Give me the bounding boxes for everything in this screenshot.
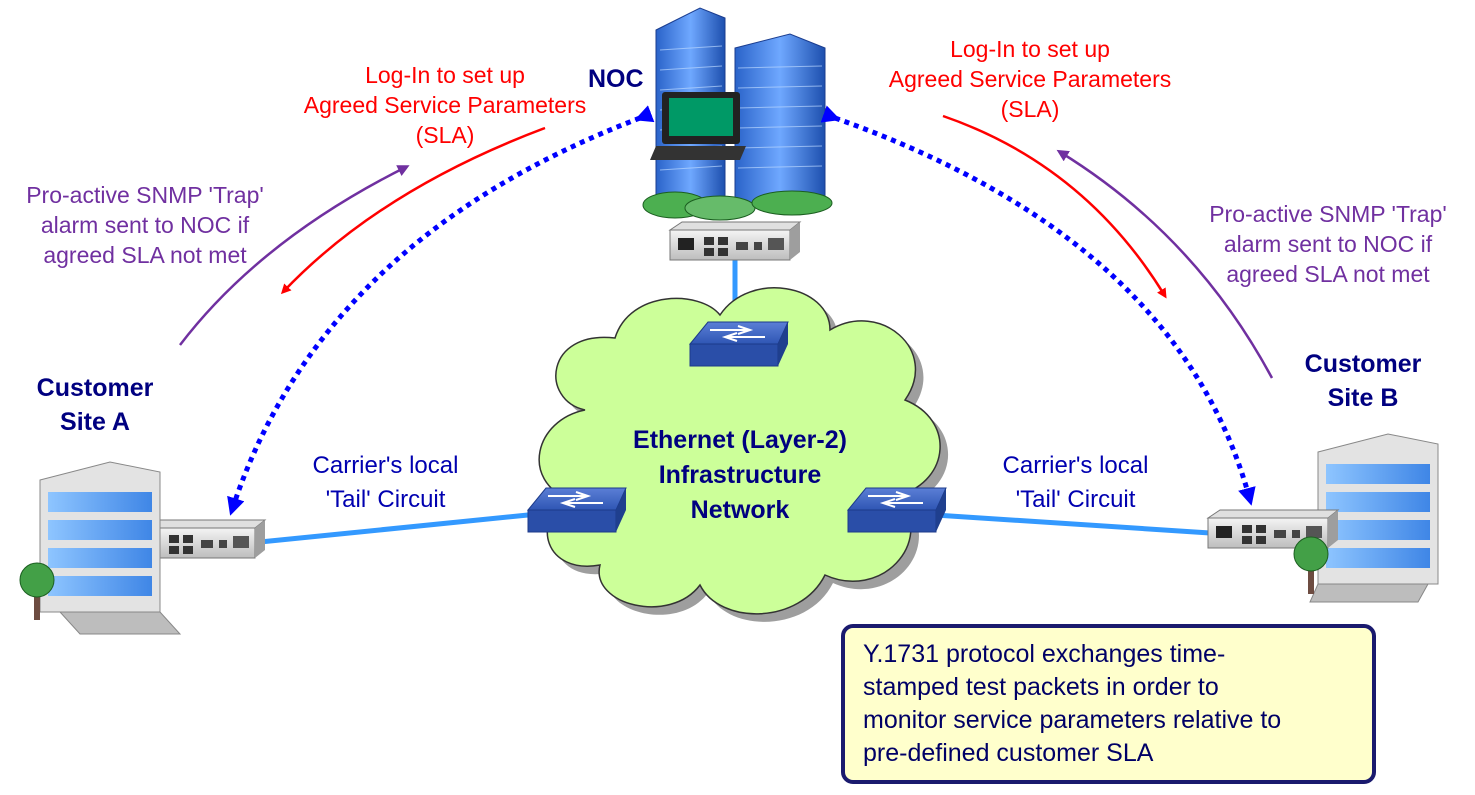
note-line: monitor service parameters relative to [863,706,1282,734]
login-label-left: Log-In to set up Agreed Service Paramete… [303,62,587,148]
laptop-icon [650,92,746,160]
network-switch-icon [688,321,789,367]
monitor-arrow-left [227,105,655,516]
tail-circuit-right [934,512,1211,536]
note-line: stamped test packets in order to [863,673,1219,701]
site-b-label: Customer Site B [1304,350,1422,412]
monitor-arrow-right [820,105,1256,506]
login-arrow-left [280,126,546,295]
noc-label: NOC [588,65,644,93]
login-label-right: Log-In to set up Agreed Service Paramete… [888,36,1172,122]
tail-circuit-label-left: Carrier's local 'Tail' Circuit [312,452,459,513]
tree-icon [19,562,55,620]
tail-circuit-label-right: Carrier's local 'Tail' Circuit [1002,452,1149,513]
note-line: Y.1731 protocol exchanges time- [863,640,1226,668]
office-building-icon [39,461,182,635]
login-arrow-right [942,114,1167,299]
tree-icon [1293,536,1329,594]
tail-circuit-left [259,512,529,545]
trap-label-right: Pro-active SNMP 'Trap' alarm sent to NOC… [1209,201,1447,287]
ethernet-demarcation-device-icon [668,221,802,261]
note-line: pre-defined customer SLA [863,739,1154,767]
office-building-icon [1309,433,1439,603]
trap-label-left: Pro-active SNMP 'Trap' alarm sent to NOC… [26,182,264,268]
y1731-note-box: Y.1731 protocol exchanges time- stamped … [841,624,1376,784]
site-a-label: Customer Site A [36,374,154,436]
cloud-label: Ethernet (Layer-2) Infrastructure Networ… [633,426,847,524]
